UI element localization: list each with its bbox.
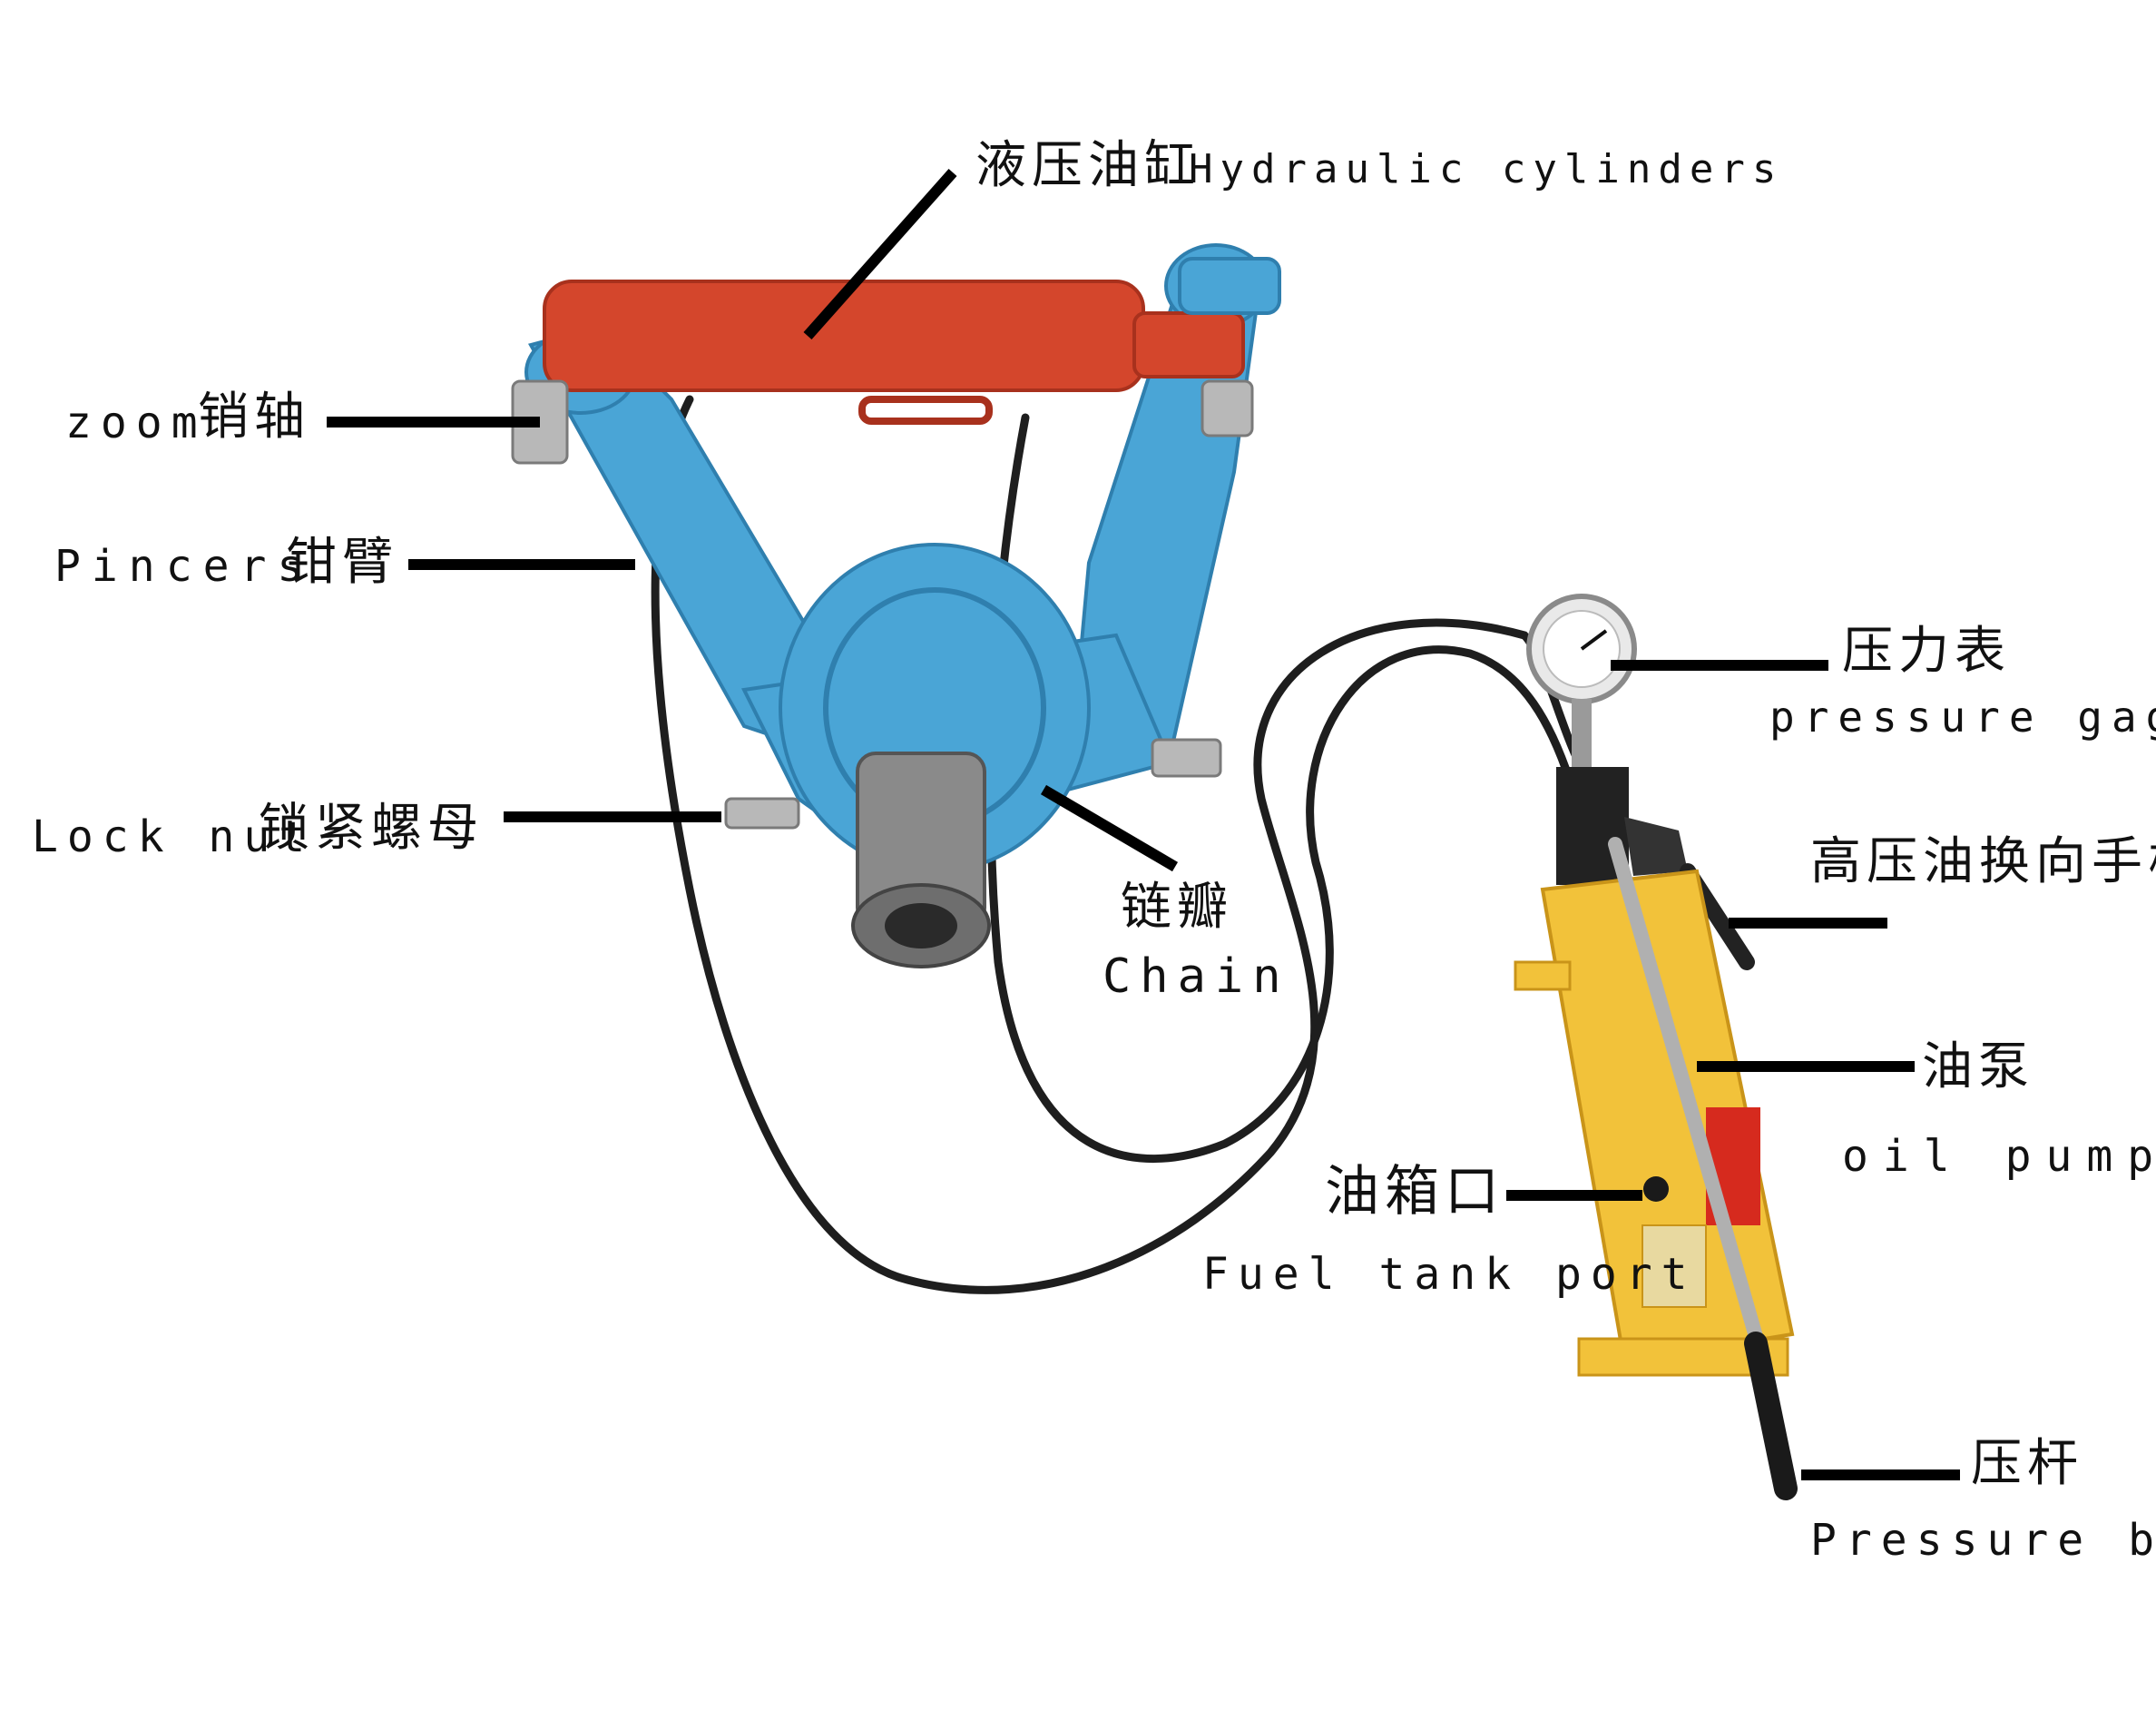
label-gauge-cn: 压力表 — [1842, 622, 2011, 681]
leader-cylinder — [803, 169, 957, 339]
label-pin-en: zoom — [65, 398, 207, 448]
pressure-gauge-shape — [1526, 594, 1637, 781]
label-cylinder-cn: 液压油缸 — [975, 136, 1200, 195]
label-tank-en: Fuel tank port — [1202, 1249, 1697, 1300]
label-pump-cn: 油泵 — [1922, 1037, 2034, 1096]
label-gauge-en: pressure gage — [1769, 693, 2156, 742]
label-chain-en: Chain — [1102, 949, 1290, 1004]
label-bar-en: Pressure bar — [1810, 1515, 2156, 1566]
label-locknut-en: Lock nut — [32, 811, 315, 862]
label-pump-en: oil pump — [1842, 1131, 2156, 1182]
label-locknut-cn: 锁紧螺母 — [259, 799, 484, 858]
label-handle-cn: 高压油换向手柄 — [1810, 832, 2156, 891]
hand-pump-shape — [1514, 767, 1798, 1500]
label-pincers-en: Pincers — [54, 541, 315, 592]
label-tank-cn: 油箱口 — [1325, 1160, 1504, 1224]
label-pin-cn: 销轴 — [198, 388, 310, 447]
label-cylinder-en: Hydraulic cylinders — [1189, 146, 1784, 192]
chain-block — [779, 543, 1091, 968]
label-pincers-cn: 钳臂 — [286, 533, 398, 592]
hydraulic-cylinder-shape — [543, 257, 1281, 425]
label-bar-cn: 压杆 — [1971, 1434, 2083, 1493]
leader-chain — [1040, 784, 1179, 872]
label-chain-cn: 链瓣 — [1121, 878, 1233, 937]
leader-lines — [327, 169, 1960, 1480]
